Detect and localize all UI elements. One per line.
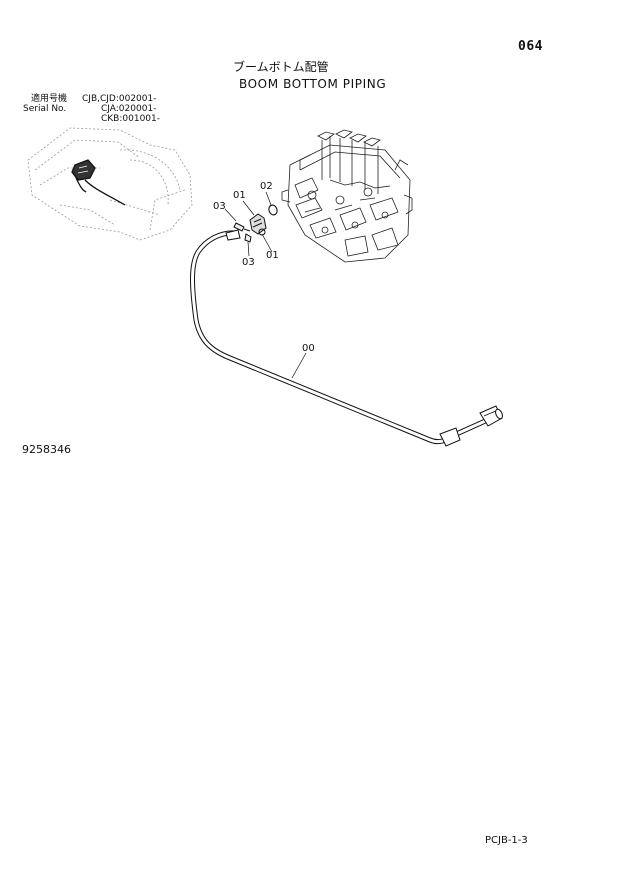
pipe-00 bbox=[190, 229, 503, 447]
part-label-01: 01 bbox=[266, 250, 279, 261]
footer-code: PCJB-1-3 bbox=[485, 835, 528, 846]
control-valve-assembly bbox=[281, 129, 413, 263]
title-japanese: ブームボトム配管 bbox=[233, 60, 329, 74]
leader-lines bbox=[224, 191, 307, 379]
bolts-03 bbox=[233, 222, 252, 243]
serial-value-3: CKB:001001- bbox=[101, 114, 160, 124]
title-english: BOOM BOTTOM PIPING bbox=[239, 77, 387, 91]
serial-label-japanese: 適用号機 bbox=[31, 94, 68, 104]
part-label-01: 01 bbox=[233, 190, 246, 201]
part-label-03: 03 bbox=[242, 257, 255, 268]
locator-highlight bbox=[71, 159, 126, 206]
o-ring-02 bbox=[268, 204, 278, 216]
drawing-number: 9258346 bbox=[22, 443, 71, 456]
serial-label-english: Serial No. bbox=[23, 104, 67, 114]
part-label-00: 00 bbox=[302, 343, 315, 354]
machine-locator-view bbox=[27, 127, 193, 241]
serial-value-1: CJB,CJD:002001- bbox=[82, 94, 157, 104]
part-label-02: 02 bbox=[260, 181, 273, 192]
fitting-01 bbox=[249, 213, 267, 236]
page-number: 064 bbox=[518, 39, 543, 54]
part-label-03: 03 bbox=[213, 201, 226, 212]
serial-value-2: CJA:020001- bbox=[101, 104, 157, 114]
